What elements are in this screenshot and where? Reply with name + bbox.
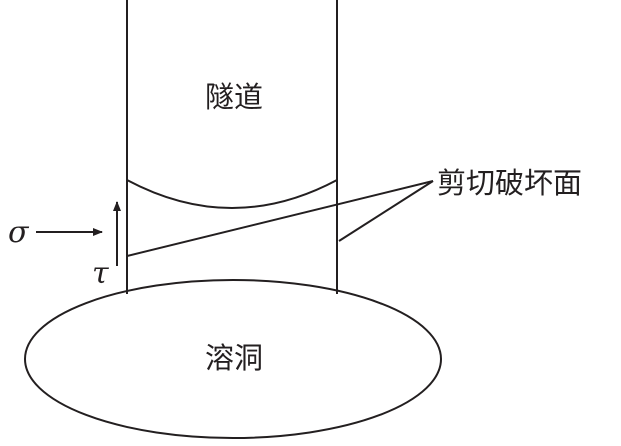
shear-surface-label: 剪切破坏面 [437,166,582,200]
cave-ellipse [24,279,442,439]
cave-label: 溶洞 [205,341,263,375]
tau-label: τ [92,256,109,291]
shear-surface-leader-left [126,180,434,257]
tunnel-bottom-arc [126,179,338,209]
sigma-label: σ [8,215,30,250]
shear-surface-leader-right [338,180,434,242]
tunnel-label: 隧道 [205,80,263,114]
